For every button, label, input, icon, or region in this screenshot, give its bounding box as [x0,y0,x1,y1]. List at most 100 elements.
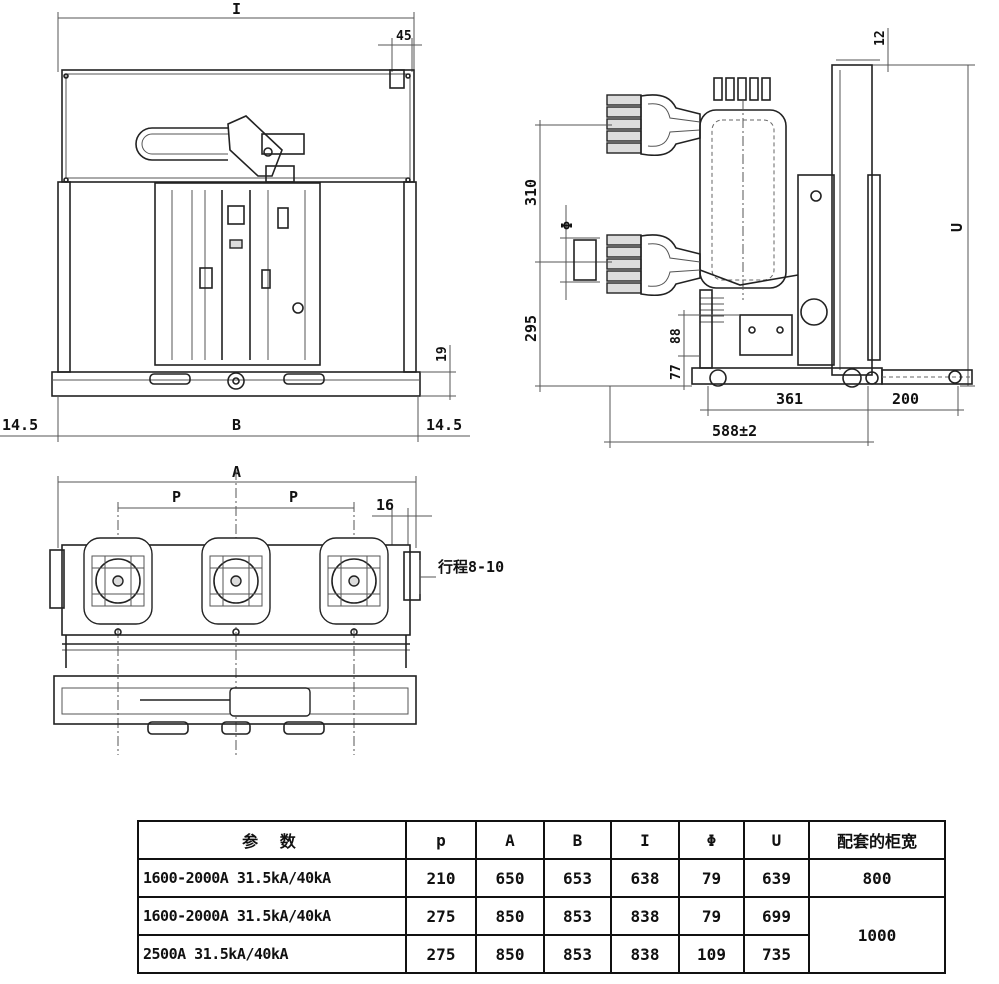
stroke-annotation: 行程8-10 [419,558,504,594]
cell-p: 210 [405,858,477,898]
arm-bracket [261,133,305,155]
dim-19: 19 [420,345,456,400]
dim-top-i: I [57,0,415,72]
frame-screw [405,177,411,183]
dim-u-label: U [948,223,966,232]
header-param: 参 数 [137,820,407,860]
pole-b [201,537,271,625]
bottom-frame-right-lug [403,551,421,601]
dim-200-label: 200 [892,390,919,408]
cell-param: 1600-2000A 31.5kA/40kA [137,858,407,898]
table-row: 2500A 31.5kA/40kA 275 850 853 838 109 73… [137,934,945,974]
stroke-note-label: 行程8-10 [437,558,504,576]
status-tag [261,269,271,289]
dim-right-14-5: 14.5 [426,416,462,434]
upper-bushing-inner [647,103,701,147]
dim-p2-label: P [289,488,298,506]
dim-45: 45 [378,29,422,72]
frame-upper-inner [65,73,411,179]
cell-cabinet-width: 1000 [808,896,946,974]
dim-310-295: 310 295 [522,120,692,392]
dim-phi: Φ [558,205,600,300]
top-contacts [713,77,771,101]
cell-u: 735 [743,934,810,974]
dim-361-200: 361 200 [700,386,964,446]
dim-588: 588±2 [604,386,874,448]
dim-height-u: U [948,65,975,387]
dim-45-label: 45 [396,29,412,44]
pole-a [83,537,153,625]
push-button [292,302,304,314]
pole-c [319,537,389,625]
parameter-table: 参 数 p A B I Φ U 配套的柜宽 1600-2000A 31.5kA/… [137,820,946,974]
lower-contact-fingers [606,234,642,294]
side-view: 12 U [522,28,975,448]
phi-contact [573,239,597,281]
frame-right-bracket [389,69,405,89]
dim-588-label: 588±2 [712,422,757,440]
truck-wheel [283,721,325,735]
cell-b: 853 [543,934,612,974]
frame-left-column [57,181,71,373]
pole-bolt [232,628,240,636]
handle-loop [135,127,228,161]
dim-left-14-5: 14.5 [2,416,38,434]
base-plate [51,371,421,397]
center-wheel [227,372,245,390]
cell-i: 838 [610,896,680,936]
cell-phi: 79 [678,858,745,898]
mechanism-shaft [810,190,822,202]
dim-i-label: I [232,0,241,18]
lower-frame [699,289,713,369]
cell-phi: 79 [678,896,745,936]
frame-right-column [403,181,417,373]
frame-screw [405,73,411,79]
cell-p: 275 [405,934,477,974]
dim-bottom-b: 14.5 B 14.5 [0,396,470,442]
racking-handle [229,687,311,717]
lower-bushing-inner [647,243,701,287]
cell-a: 850 [475,934,545,974]
counter-window [277,207,289,229]
handle-loop-inner [141,133,228,155]
pole-bolt [350,628,358,636]
status-tag [199,267,213,289]
upper-contact-fingers [606,94,642,154]
arm-pivot [263,147,273,157]
dim-a: A [57,463,417,548]
front-view: I 45 [0,0,470,442]
dim-77-label: 77 [669,364,684,380]
dim-16: 16 [372,496,432,545]
wheel [149,373,191,385]
header-b: B [543,820,612,860]
bracket-bolt [776,326,784,334]
chassis-wheel [842,368,862,388]
dim-phi-label: Φ [558,221,576,230]
mechanism-cam [800,298,828,326]
pole-bolt [114,628,122,636]
center-wheel-hub [232,377,240,385]
back-plate-rail [867,174,881,361]
arm-foot [265,165,295,183]
header-cabinet-width: 配套的柜宽 [808,820,946,860]
dim-19-label: 19 [435,346,450,362]
breaker-body [154,182,321,366]
dim-16-label: 16 [376,496,394,514]
frame-upper-box [61,69,415,183]
indicator-mark [229,239,243,249]
truck-wheel [221,721,251,735]
frame-screw [63,177,69,183]
cell-param: 1600-2000A 31.5kA/40kA [137,896,407,936]
cell-u: 639 [743,858,810,898]
cell-u: 699 [743,896,810,936]
header-a: A [475,820,545,860]
dim-p1-label: P [172,488,181,506]
table-row: 1600-2000A 31.5kA/40kA 210 650 653 638 7… [137,858,946,898]
bottom-frame-left-lug [49,549,65,609]
truck-wheel [147,721,189,735]
chassis-wheel [865,371,879,385]
header-i: I [610,820,680,860]
cell-i: 838 [610,934,680,974]
dim-88-77: 88 77 [669,310,740,390]
